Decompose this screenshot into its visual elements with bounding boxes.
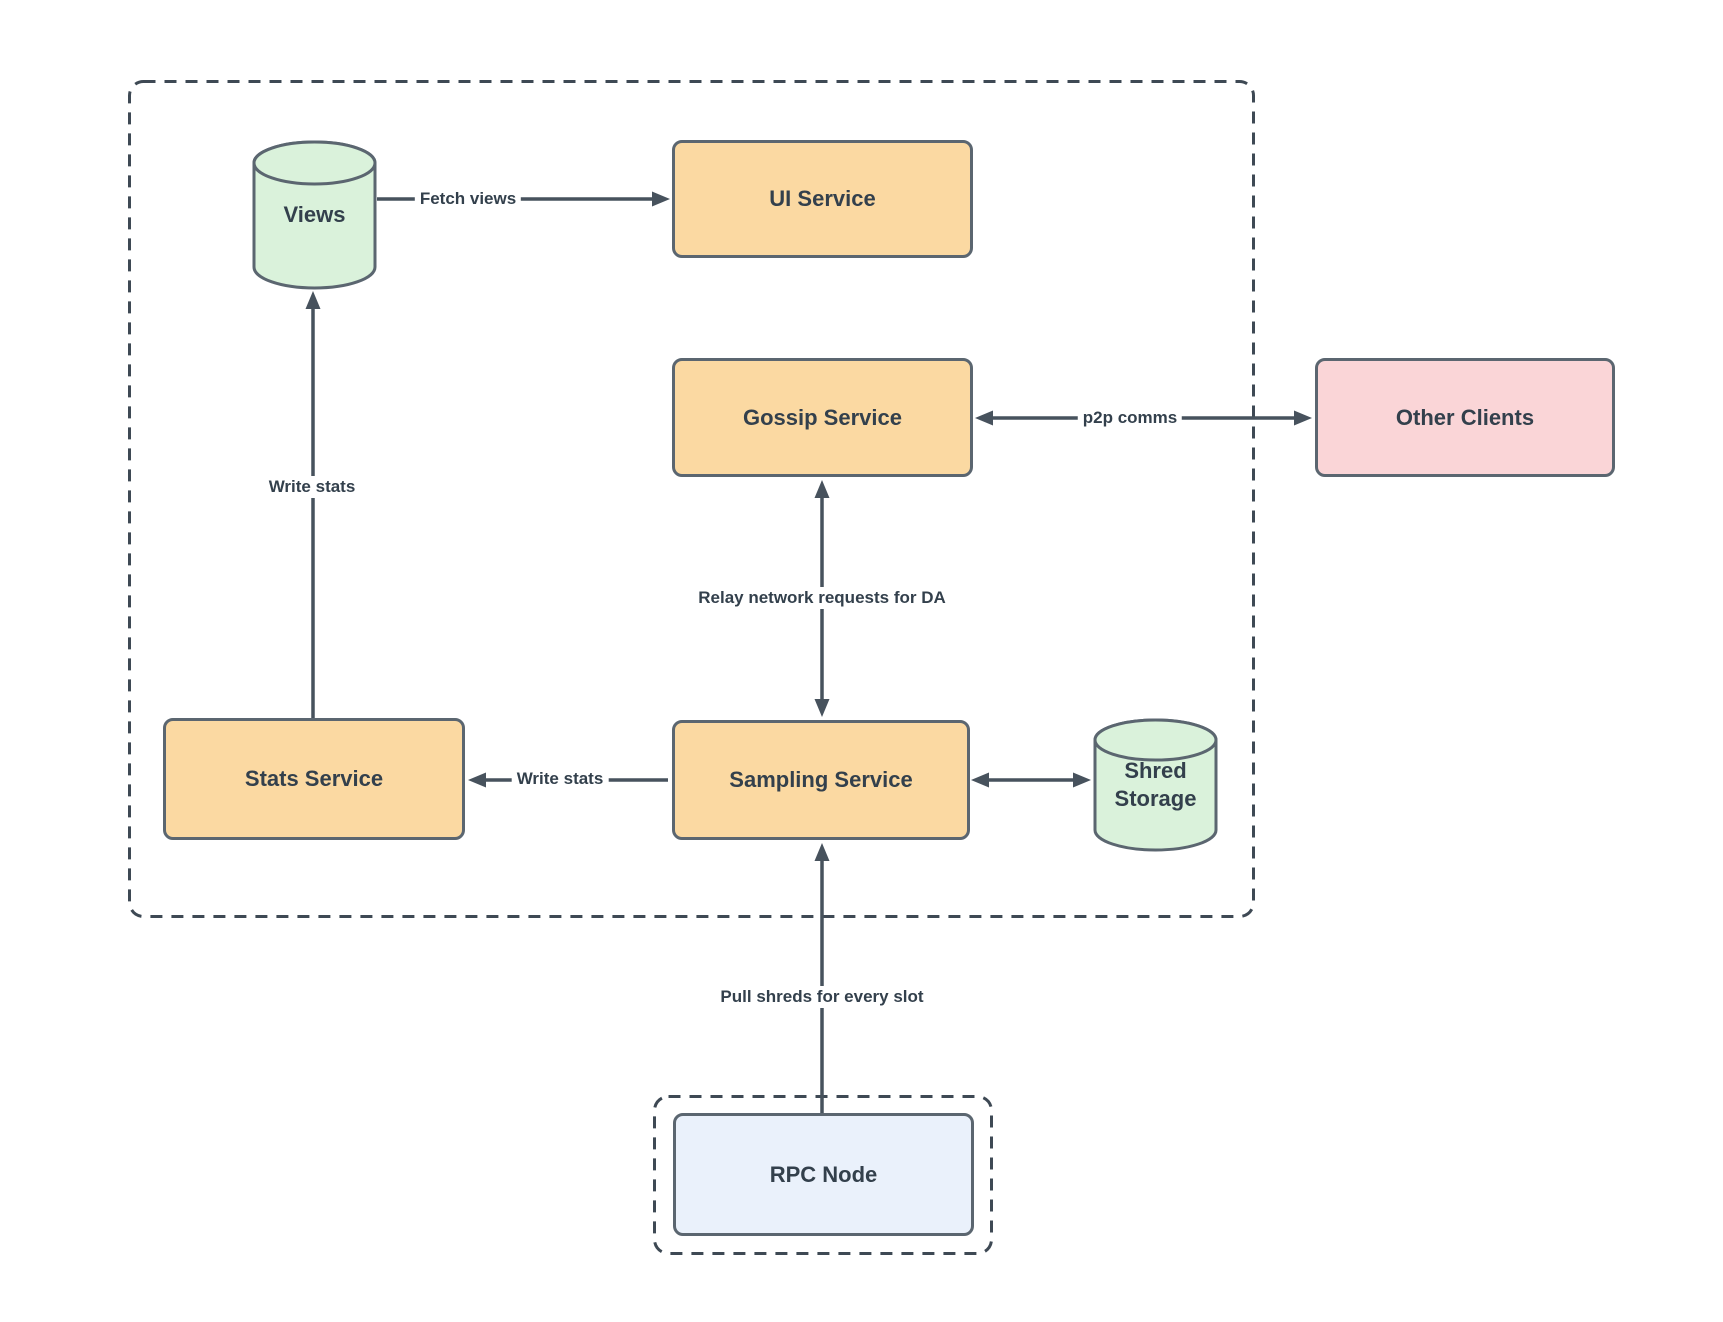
system-boundary-frame [128,80,1255,918]
cylinder-shape [1093,718,1218,852]
edge-label-write-stats-views: Write stats [263,476,361,498]
arrowhead-shred-io-right [1073,772,1091,788]
cylinder-shape [252,140,377,290]
node-shred-storage-cylinder: Shred Storage [1093,718,1218,852]
node-gossip-service: Gossip Service [672,358,973,477]
node-other-clients: Other Clients [1315,358,1615,477]
node-stats-service: Stats Service [163,718,465,840]
arrowhead-write-stats-views [305,291,321,309]
node-label: Views [283,202,346,227]
arrowhead-pull-shreds [814,843,830,861]
node-sampling-service: Sampling Service [672,720,970,840]
arrowhead-write-stats [468,772,486,788]
arrowhead-relay-down [814,699,830,717]
node-label: Stats Service [244,766,384,791]
node-label: Sampling Service [729,767,913,792]
edge-label-p2p-comms: p2p comms [1077,407,1183,429]
node-rpc-node: RPC Node [673,1113,974,1236]
edge-label-relay-requests: Relay network requests for DA [693,587,951,609]
arrowhead-relay-up [814,480,830,498]
arrowhead-p2p-right [1294,410,1312,426]
arrowhead-fetch-views [652,191,670,207]
node-label: RPC Node [769,1161,878,1187]
node-label: Gossip Service [743,404,902,430]
edge-label-write-stats: Write stats [511,768,609,790]
node-ui-service: UI Service [672,140,973,258]
arrowhead-shred-io-left [971,772,989,788]
node-label: Shred Storage [1114,758,1197,811]
node-label: Other Clients [1395,404,1535,430]
edge-label-fetch-views: Fetch views [414,188,522,210]
edge-label-pull-shreds: Pull shreds for every slot [715,986,929,1008]
node-views-cylinder: Views [252,140,377,290]
arrowhead-p2p-left [975,410,993,426]
node-label: UI Service [769,186,876,211]
